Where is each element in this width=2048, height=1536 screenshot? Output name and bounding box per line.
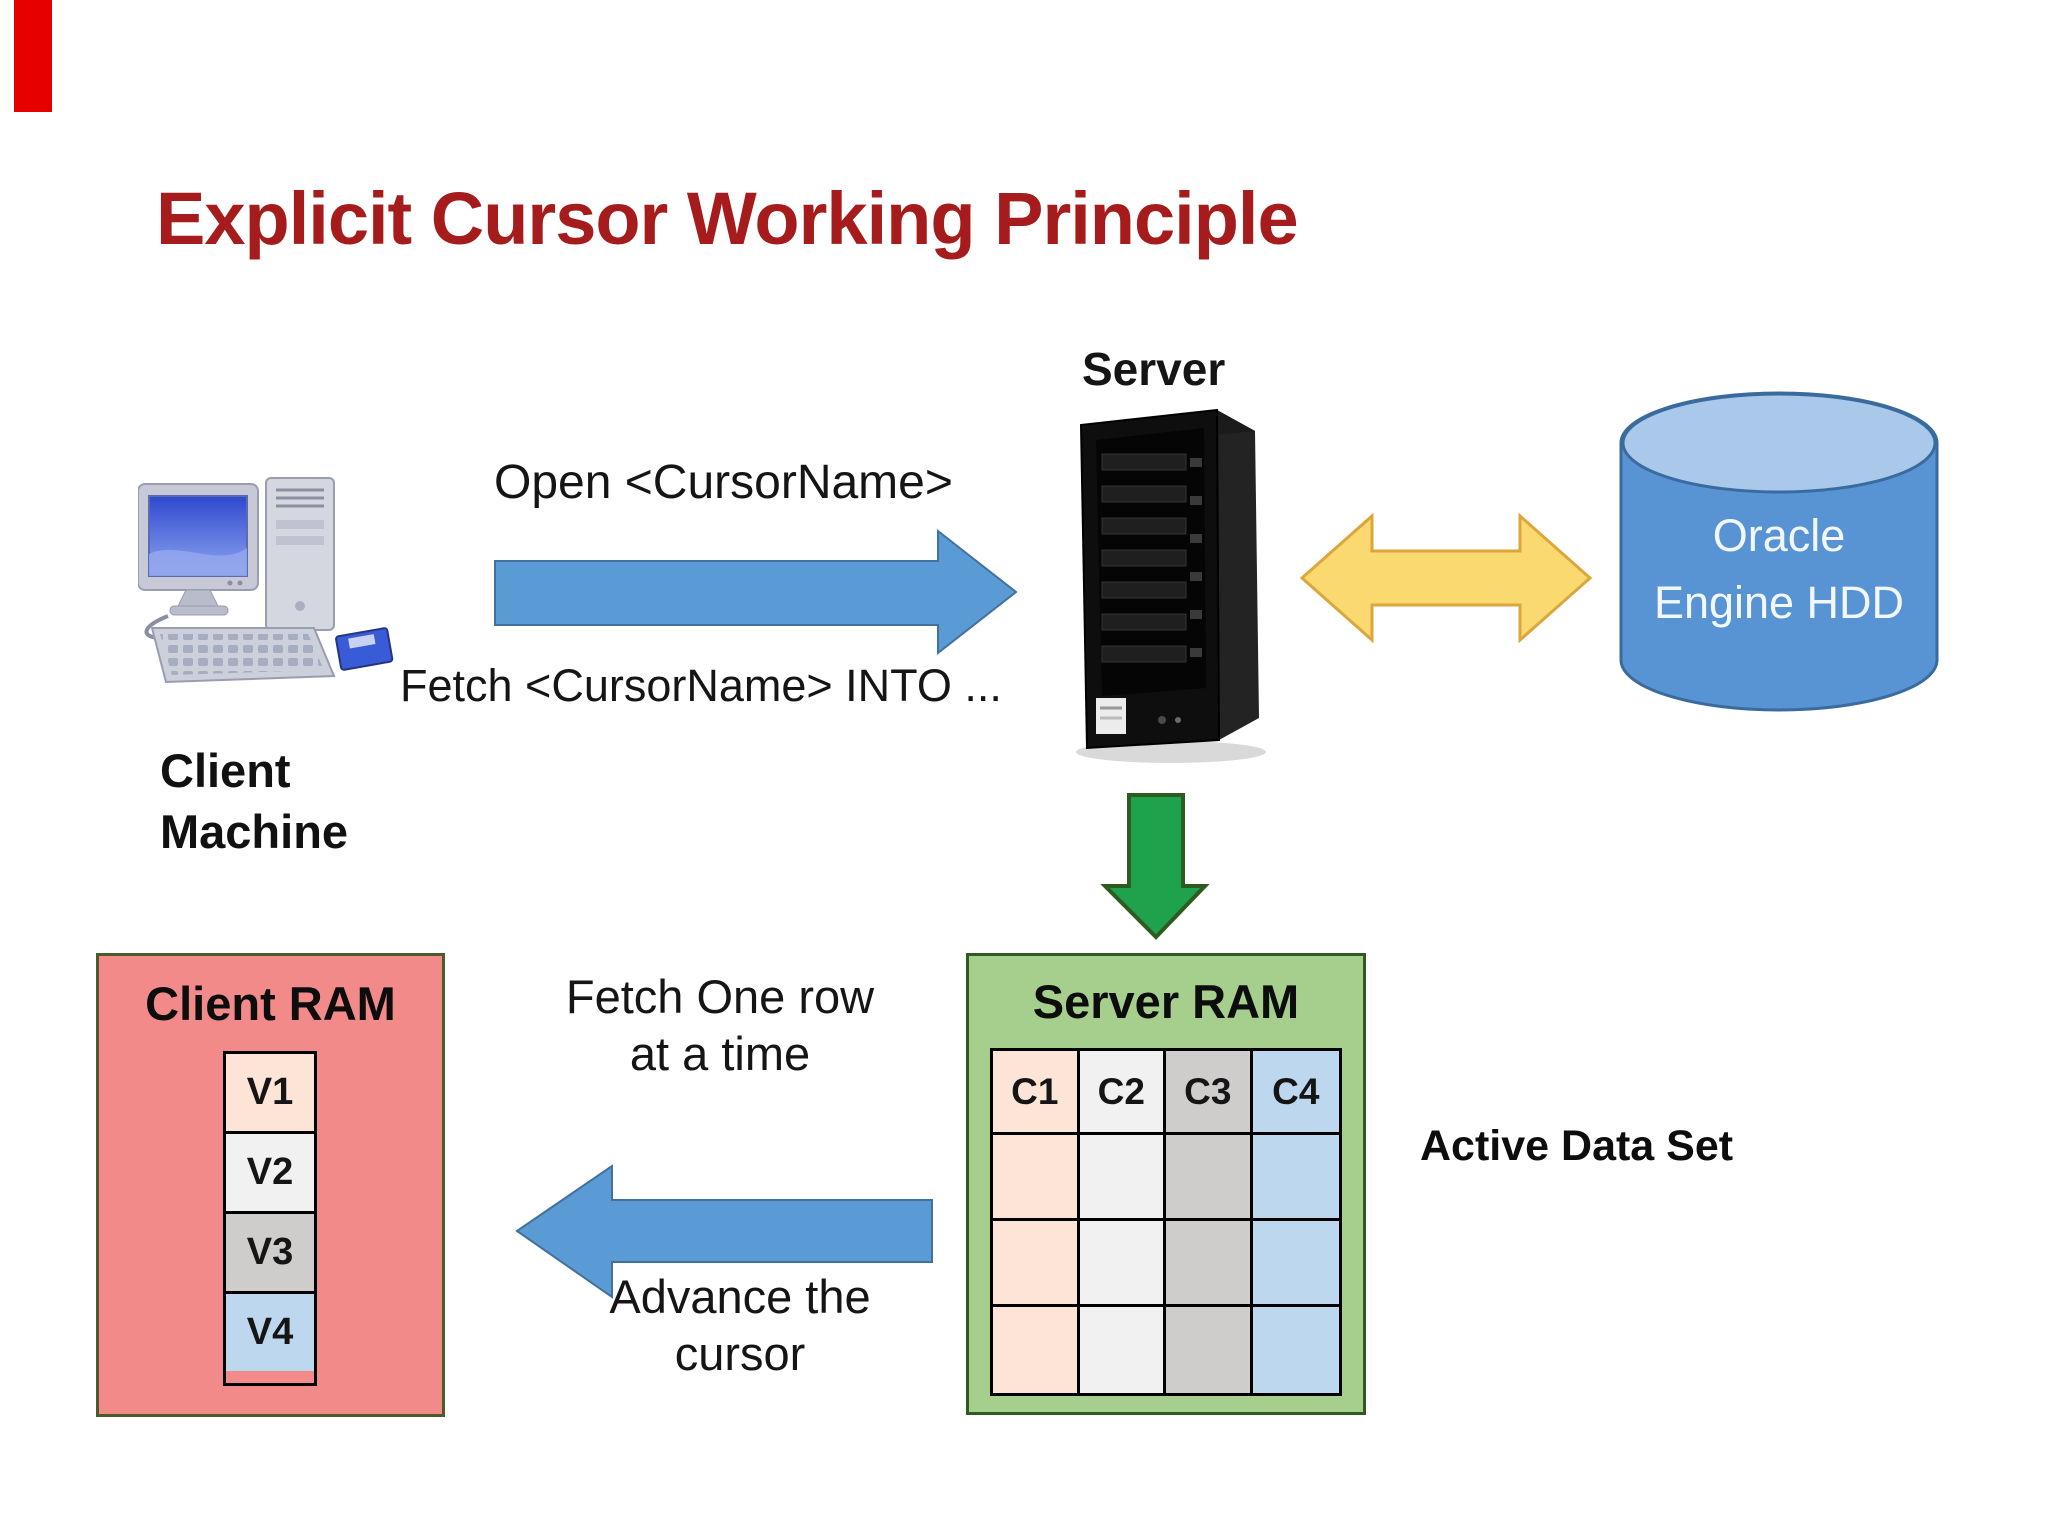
red-accent-bar: [14, 0, 52, 112]
fetch-one-row-label: Fetch One row at a time: [565, 970, 875, 1081]
server-ram-header-C1: C1: [993, 1051, 1080, 1135]
server-illustration: [1076, 408, 1266, 763]
server-ram-cell: [993, 1307, 1080, 1393]
tower-unit: [265, 477, 335, 631]
slide-title: Explicit Cursor Working Principle: [156, 177, 1299, 260]
client-machine-illustration: [138, 477, 394, 684]
crt-monitor: [138, 483, 259, 616]
server-hdd-double-arrow: [1299, 512, 1593, 644]
server-ram-cell: [1252, 1221, 1339, 1307]
open-cursor-label: Open <CursorName>: [494, 456, 953, 509]
fetch-cursor-label: Fetch <CursorName> INTO ...: [400, 660, 1002, 711]
oracle-hdd-cylinder: Oracle Engine HDD: [1619, 391, 1939, 712]
server-ram-cell: [1079, 1135, 1166, 1221]
server-ram-cell: [1252, 1307, 1339, 1393]
open-arrow-right: [494, 528, 1018, 656]
advance-cursor-label: Advance the cursor: [609, 1270, 871, 1381]
client-ram-cell-V3: V3: [226, 1214, 314, 1294]
server-ram-header-C4: C4: [1252, 1051, 1339, 1135]
server-ram-header-C3: C3: [1166, 1051, 1253, 1135]
server-ram-cell: [1166, 1221, 1253, 1307]
oracle-label-line1: Oracle: [1713, 510, 1846, 561]
client-ram-cell-V2: V2: [226, 1134, 314, 1214]
client-machine-label: Client Machine: [160, 744, 349, 859]
client-ram-cell-V1: V1: [226, 1054, 314, 1134]
server-ram-cell: [1252, 1135, 1339, 1221]
oracle-label-line2: Engine HDD: [1654, 577, 1904, 628]
client-ram-cell-V4: V4: [226, 1294, 314, 1371]
active-data-set-label: Active Data Set: [1420, 1122, 1734, 1170]
server-front-label: [1096, 698, 1126, 734]
cylinder-top: [1621, 392, 1937, 494]
server-ram-header-C2: C2: [1079, 1051, 1166, 1135]
server-to-ram-arrow-down: [1100, 793, 1210, 940]
server-label: Server: [1082, 343, 1226, 395]
server-ram-cell: [1166, 1307, 1253, 1393]
server-ram-cell: [1166, 1135, 1253, 1221]
server-ram-title: Server RAM: [1032, 975, 1300, 1028]
floppy-disk: [335, 627, 394, 671]
server-ram-cell: [993, 1135, 1080, 1221]
server-ram-cell: [993, 1221, 1080, 1307]
keyboard: [150, 627, 336, 684]
server-ram-cell: [1079, 1221, 1166, 1307]
server-ram-cell: [1079, 1307, 1166, 1393]
client-ram-title: Client RAM: [145, 977, 396, 1030]
